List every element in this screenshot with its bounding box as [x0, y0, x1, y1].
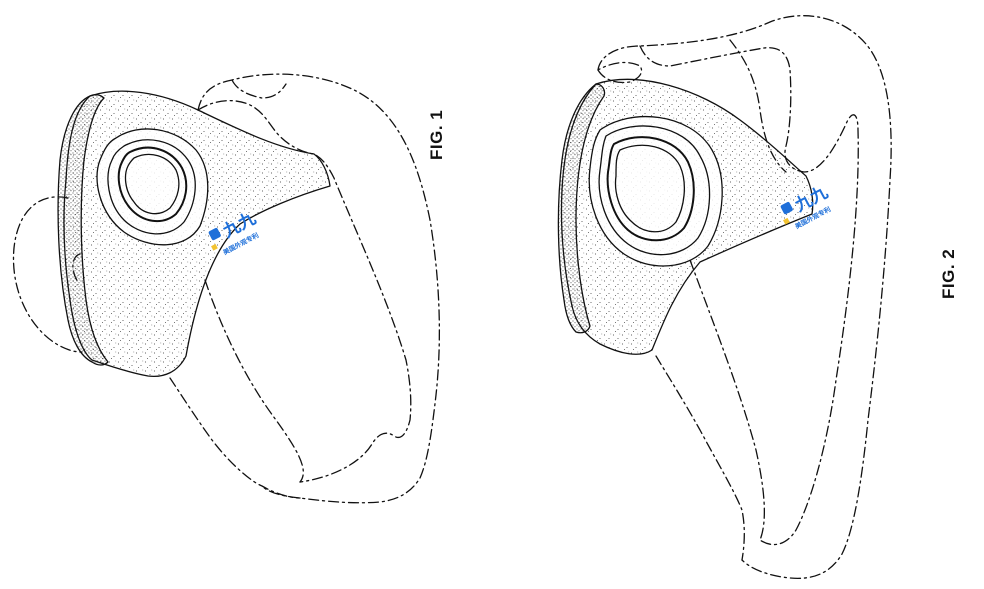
fig1-strap-notch: [231, 79, 287, 99]
fig2-strap-inner: [639, 45, 859, 546]
fig2-strap-outline: [597, 15, 892, 580]
fig2-port-collar: [588, 115, 723, 267]
fig1-port-ring: [107, 139, 196, 235]
fig1-cushion-rim: [57, 94, 109, 366]
fig1-lower-strap: [169, 377, 301, 499]
fig1-port-opening: [117, 146, 188, 223]
watermark-2-logo-icon: [780, 202, 793, 215]
fig2-port-opening-inner: [614, 144, 686, 233]
figure-1-label: FIG. 1: [427, 109, 446, 160]
fig1-strap-inner: [197, 99, 412, 483]
fig2-strap-top-lobe: [597, 61, 643, 84]
fig1-face-outline: [12, 196, 83, 353]
fig2-port-ring: [598, 125, 711, 256]
fig1-cushion-body: [63, 90, 331, 378]
fig1-lower-strap-edge: [204, 279, 304, 483]
fig1-strap-outline: [197, 73, 441, 504]
fig1-port-opening-inner: [124, 153, 180, 215]
fig2-cushion-rim: [557, 83, 606, 334]
figure-2-drawing: [557, 15, 892, 580]
figure-2-label: FIG. 2: [939, 248, 958, 299]
figure-1-drawing: [12, 73, 441, 504]
fig2-port-opening: [606, 136, 695, 242]
fig2-lower-strap-edge: [689, 259, 766, 541]
fig2-lower-strap: [655, 355, 745, 561]
watermark-1-logo-icon: [208, 228, 221, 241]
